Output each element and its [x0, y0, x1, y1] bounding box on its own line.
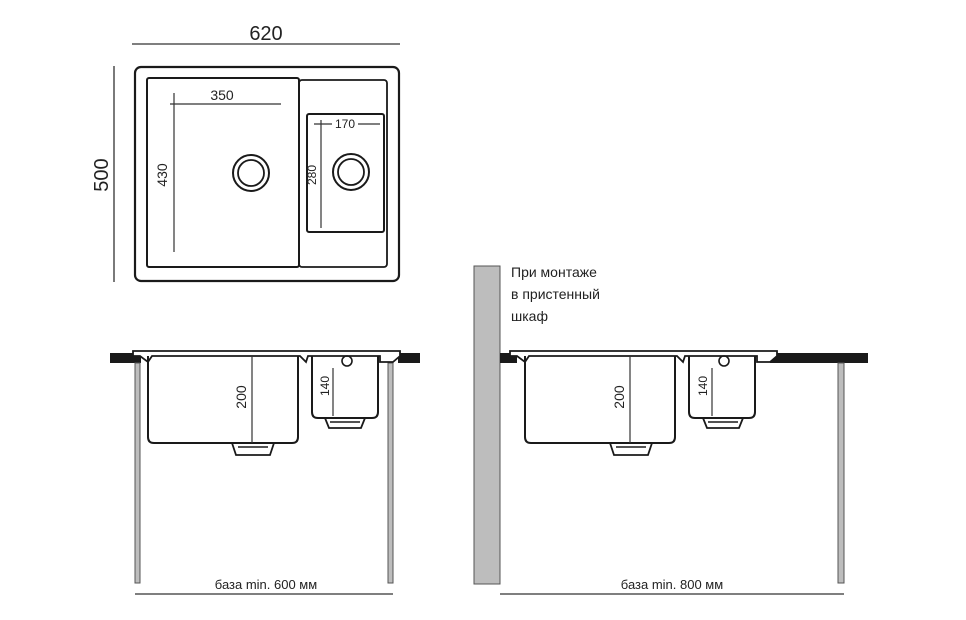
small-drain-icon [332, 153, 370, 191]
overflow-icon [341, 355, 353, 367]
overflow-icon [718, 355, 730, 367]
small-bowl-profile [311, 356, 379, 419]
small-bowl-height-label: 140 [318, 376, 332, 396]
cabinet-wall-right [387, 362, 394, 584]
section-view-800: При монтаже в пристенный шкаф 200 140 ба… [473, 264, 868, 595]
small-bowl-height-label: 140 [696, 376, 710, 396]
small-bowl-outline [306, 113, 385, 233]
main-bowl-height-label: 200 [233, 385, 249, 409]
countertop-right [770, 353, 868, 363]
main-drain-profile [609, 442, 653, 456]
main-bowl-profile [147, 356, 299, 444]
main-bowl-width-label: 350 [210, 87, 234, 103]
width-label: 620 [249, 23, 282, 45]
small-bowl-width-label: 170 [335, 117, 355, 131]
depth-label: 500 [91, 158, 113, 191]
small-drain-profile [702, 417, 744, 429]
cabinet-wall-left [473, 265, 501, 585]
small-bowl-depth-label: 280 [305, 165, 319, 185]
countertop-left [500, 353, 517, 363]
base-800-label: база min. 800 мм [621, 577, 723, 592]
sink-outline [133, 65, 401, 283]
sink-rim [132, 350, 401, 364]
section-view-600: 200 140 база min. 600 мм [110, 350, 420, 595]
cabinet-wall-right [837, 362, 845, 584]
main-bowl-depth-label: 430 [154, 163, 170, 187]
sink-rim [509, 350, 778, 364]
cabinet-wall-left [134, 362, 141, 584]
small-drain-profile [324, 417, 366, 429]
countertop-right [398, 353, 420, 363]
countertop-left [110, 353, 141, 363]
main-drain-profile [231, 442, 275, 456]
top-view: 620 500 350 430 170 280 [91, 23, 401, 283]
mounting-note-line-1: При монтаже [511, 264, 597, 280]
small-bowl-profile [688, 356, 756, 419]
main-drain-icon [232, 154, 270, 192]
right-ledge-outline [298, 79, 388, 268]
main-bowl-height-label: 200 [611, 385, 627, 409]
main-bowl-profile [524, 356, 676, 444]
mounting-note-line-3: шкаф [511, 308, 548, 324]
base-600-label: база min. 600 мм [215, 577, 317, 592]
mounting-note-line-2: в пристенный [511, 286, 600, 302]
